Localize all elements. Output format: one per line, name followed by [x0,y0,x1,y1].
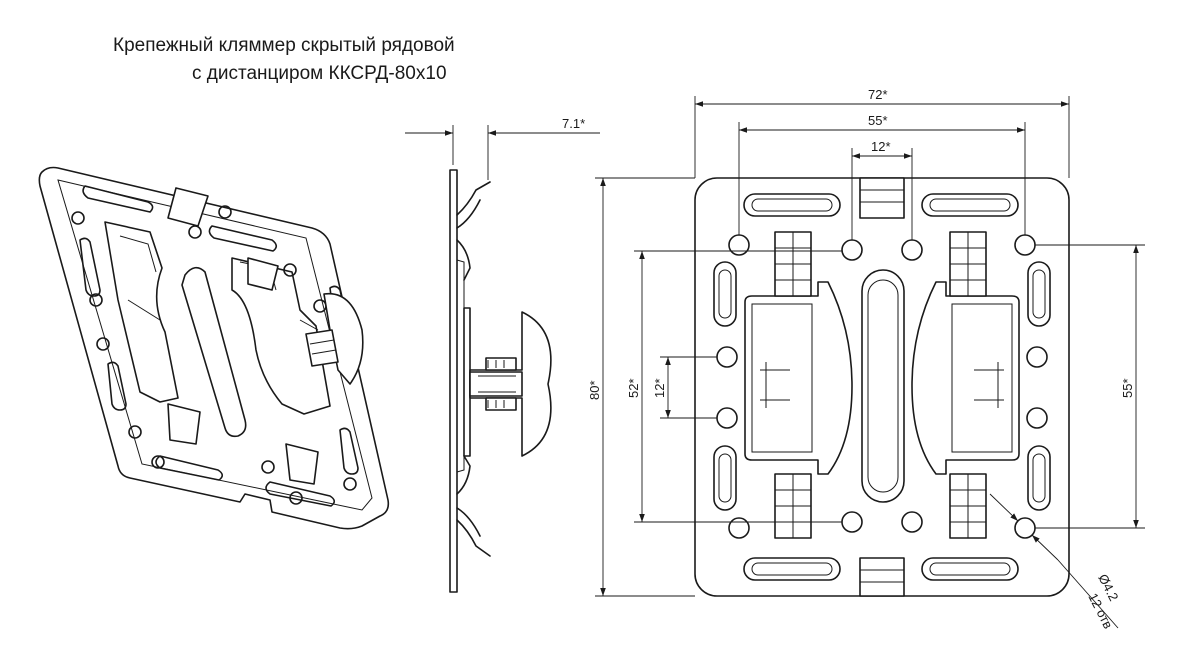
isometric-view [38,166,390,530]
drawing-title-line1: Крепежный кляммер скрытый рядовой [113,35,455,56]
side-view [405,125,600,593]
dimension-height-holes-left: 52* [626,378,641,398]
dimension-height-small: 12* [652,378,667,398]
drawing-title-line2: с дистанциром ККСРД-80х10 [192,63,447,84]
dimension-width-holes: 55* [868,113,888,128]
dimension-width-total: 72* [868,87,888,102]
dimension-width-slot: 12* [871,139,891,154]
front-view-dimensions [595,96,1145,629]
front-view [694,177,1070,597]
dimension-height-total: 80* [587,380,602,400]
dimension-side-offset: 7.1* [562,116,585,131]
dimension-height-holes-right: 55* [1120,378,1135,398]
